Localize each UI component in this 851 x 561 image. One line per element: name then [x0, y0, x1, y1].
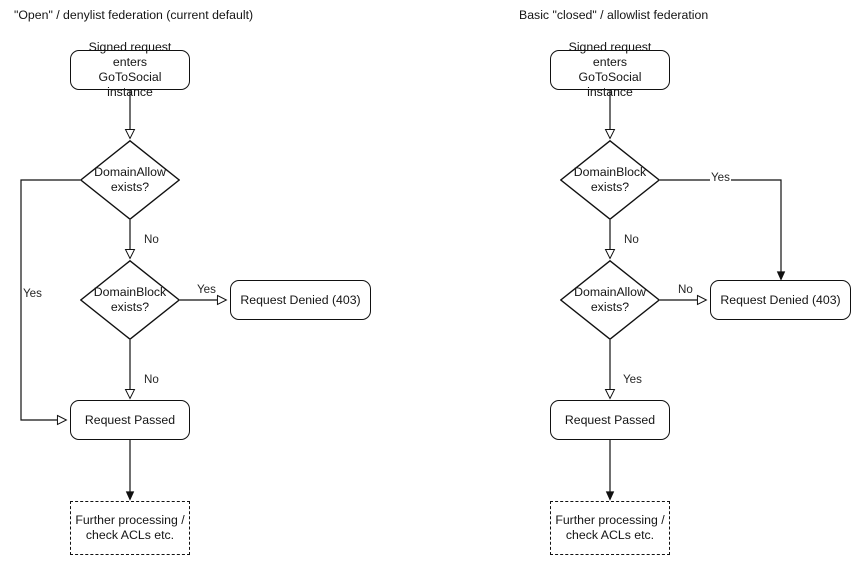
edge-left-allow-yes [20, 179, 80, 420]
node-right-request-passed: Request Passed [550, 400, 670, 440]
node-left-request-passed-label: Request Passed [84, 412, 176, 427]
node-left-request-passed: Request Passed [70, 400, 190, 440]
column-title-open-denylist: "Open" / denylist federation (current de… [14, 8, 254, 22]
node-left-domainblock: DomainBlock exists? [80, 260, 180, 340]
edge-right-block-yes [660, 179, 781, 279]
diamond-shape [80, 260, 180, 340]
diamond-shape [560, 140, 660, 220]
node-left-entry-label: Signed request enters GoToSocial instanc… [88, 40, 172, 99]
node-left-request-denied: Request Denied (403) [230, 280, 371, 320]
node-right-request-passed-label: Request Passed [564, 412, 656, 427]
edge-label-right-allow-no: No [677, 283, 694, 296]
edge-label-left-block-yes: Yes [196, 283, 217, 296]
node-right-domainblock: DomainBlock exists? [560, 140, 660, 220]
edge-label-left-block-no: No [143, 373, 160, 386]
node-right-entry-label: Signed request enters GoToSocial instanc… [568, 40, 652, 99]
diamond-shape [560, 260, 660, 340]
edge-label-right-block-no: No [623, 233, 640, 246]
column-title-closed-allowlist: Basic "closed" / allowlist federation [519, 8, 709, 22]
node-right-domainallow: DomainAllow exists? [560, 260, 660, 340]
node-right-request-denied: Request Denied (403) [710, 280, 851, 320]
edge-label-right-block-yes: Yes [710, 171, 731, 184]
edge-label-left-allow-yes: Yes [22, 287, 43, 300]
node-left-request-denied-label: Request Denied (403) [240, 292, 361, 307]
node-left-further-processing: Further processing / check ACLs etc. [70, 501, 190, 555]
edge-label-right-allow-yes: Yes [622, 373, 643, 386]
node-right-further-processing-label: Further processing / check ACLs etc. [555, 513, 665, 542]
node-left-further-processing-label: Further processing / check ACLs etc. [75, 513, 185, 542]
diamond-shape [80, 140, 180, 220]
node-left-domainallow: DomainAllow exists? [80, 140, 180, 220]
node-right-request-denied-label: Request Denied (403) [720, 292, 841, 307]
edge-label-left-allow-no: No [143, 233, 160, 246]
node-right-entry: Signed request enters GoToSocial instanc… [550, 40, 670, 99]
node-left-entry: Signed request enters GoToSocial instanc… [70, 40, 190, 99]
node-right-further-processing: Further processing / check ACLs etc. [550, 501, 670, 555]
